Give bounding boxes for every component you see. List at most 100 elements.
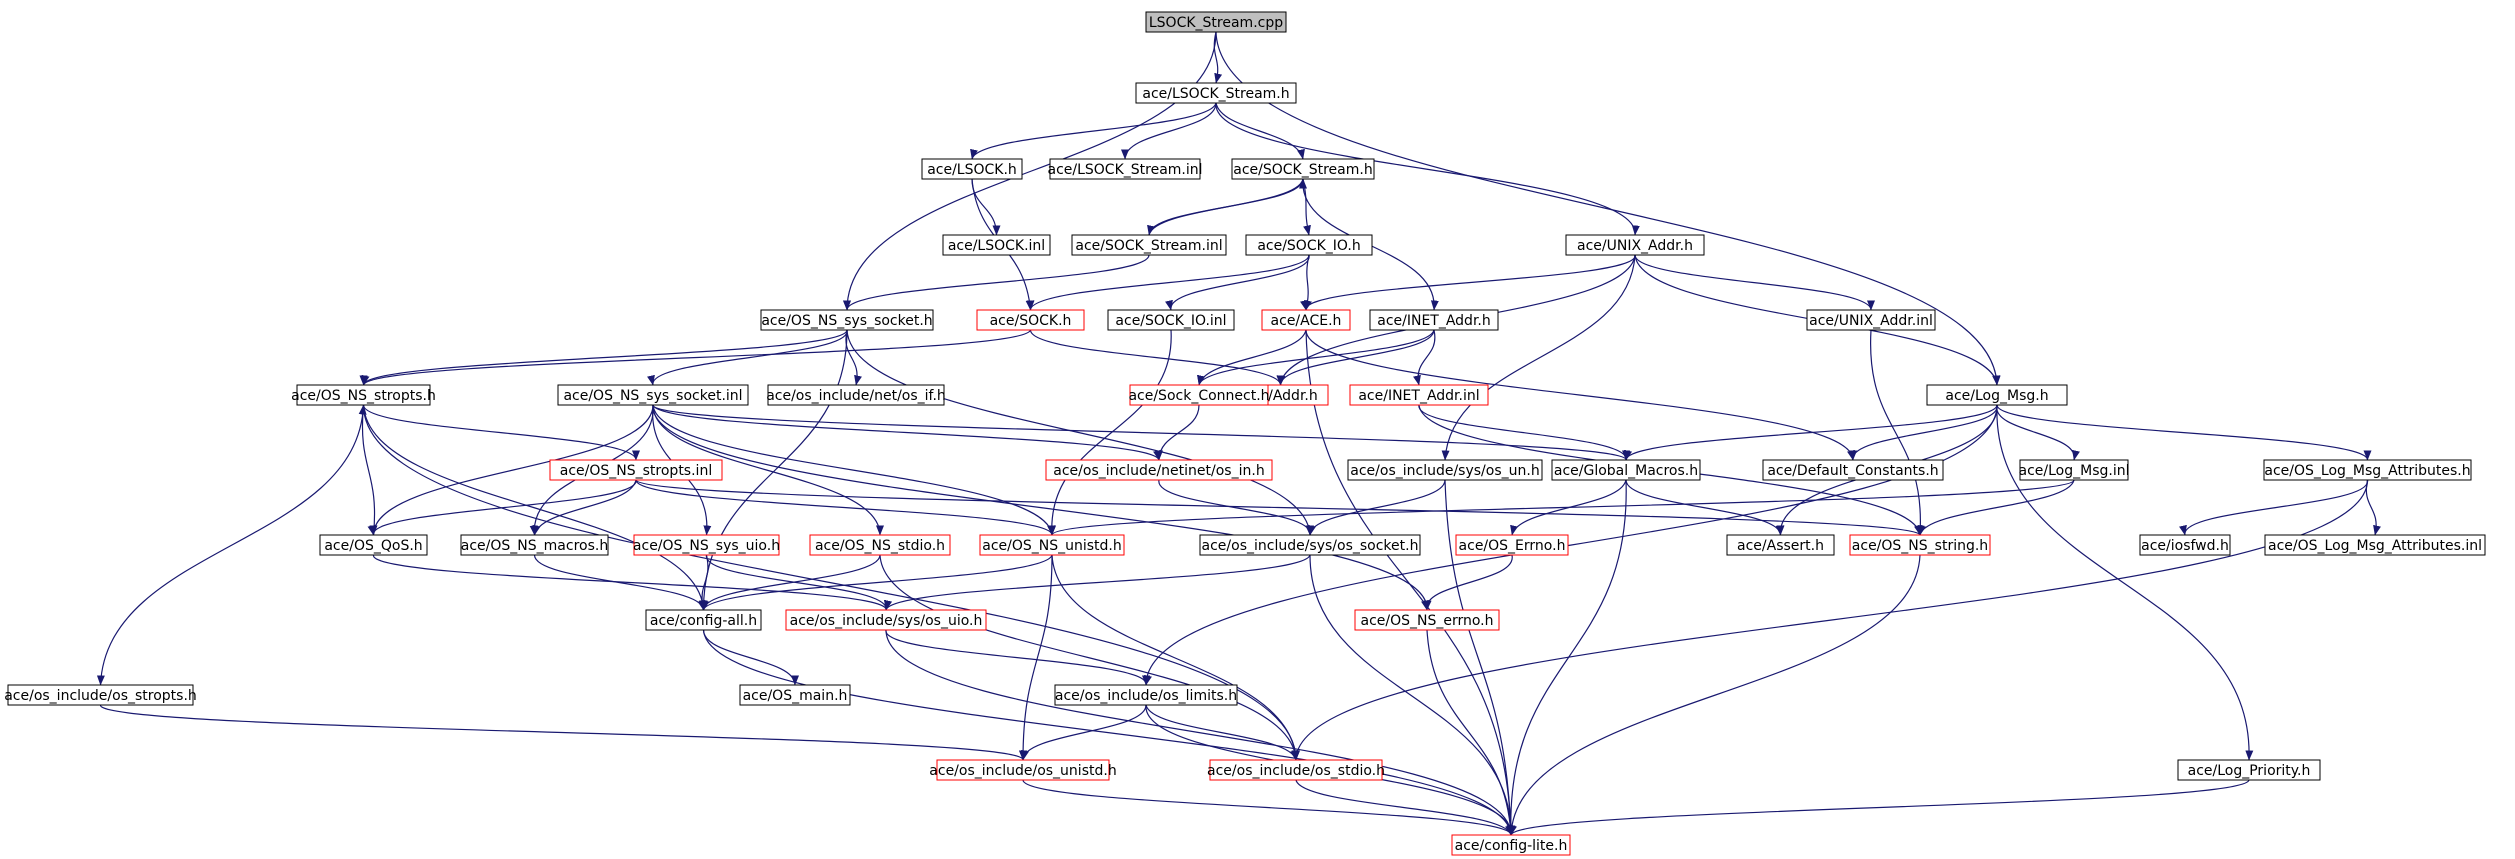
node-n25[interactable]: ace/Global_Macros.h (1551, 459, 1701, 481)
node-n21[interactable]: ace/Log_Msg.h (1926, 384, 2068, 406)
node-n20[interactable]: ace/INET_Addr.inl (1349, 384, 1489, 406)
node-box[interactable] (319, 534, 428, 556)
node-box[interactable] (633, 534, 780, 556)
node-n17[interactable]: ace/os_include/net/os_if.h (766, 384, 946, 406)
node-n8[interactable]: ace/UNIX_Addr.h (1565, 234, 1705, 256)
node-box[interactable] (1926, 384, 2068, 406)
node-n43[interactable]: ace/OS_main.h (739, 684, 851, 706)
node-box[interactable] (1762, 459, 1944, 481)
node-n23[interactable]: ace/os_include/netinet/os_in.h (1045, 459, 1273, 481)
node-n33[interactable]: ace/OS_NS_unistd.h (979, 534, 1125, 556)
node-box[interactable] (809, 534, 951, 556)
node-n44[interactable]: ace/os_include/os_stropts.h (4, 684, 197, 706)
node-n0[interactable]: LSOCK_Stream.cpp (1145, 11, 1287, 33)
node-box[interactable] (1551, 459, 1701, 481)
node-box[interactable] (1806, 309, 1936, 331)
node-n26[interactable]: ace/Default_Constants.h (1762, 459, 1944, 481)
node-box[interactable] (2019, 459, 2129, 481)
node-n29[interactable]: ace/OS_QoS.h (319, 534, 428, 556)
node-n11[interactable]: ace/SOCK_IO.inl (1107, 309, 1235, 331)
node-n19[interactable]: ace/Sock_Connect.h (1128, 384, 1270, 406)
node-box[interactable] (1347, 459, 1543, 481)
node-box[interactable] (785, 609, 987, 631)
node-n14[interactable]: ace/UNIX_Addr.inl (1806, 309, 1936, 331)
node-n47[interactable]: ace/os_include/os_stdio.h (1207, 759, 1385, 781)
node-n42[interactable]: ace/OS_NS_errno.h (1354, 609, 1500, 631)
node-n2[interactable]: ace/LSOCK.h (921, 158, 1023, 180)
node-box[interactable] (1231, 158, 1375, 180)
node-n4[interactable]: ace/SOCK_Stream.h (1231, 158, 1375, 180)
node-box[interactable] (1369, 309, 1499, 331)
node-box[interactable] (296, 384, 431, 406)
node-box[interactable] (1049, 158, 1201, 180)
node-box[interactable] (2177, 759, 2321, 781)
node-label: ace/OS_QoS.h (324, 538, 422, 554)
node-n46[interactable]: ace/os_include/os_unistd.h (929, 759, 1117, 781)
node-n16[interactable]: ace/OS_NS_sys_socket.inl (557, 384, 749, 406)
node-n12[interactable]: ace/ACE.h (1261, 309, 1351, 331)
node-n40[interactable]: ace/config-all.h (645, 609, 762, 631)
node-box[interactable] (1565, 234, 1705, 256)
node-n28[interactable]: ace/OS_Log_Msg_Attributes.h (2263, 459, 2472, 481)
node-n6[interactable]: ace/SOCK_Stream.inl (1071, 234, 1227, 256)
node-box[interactable] (1349, 384, 1489, 406)
node-box[interactable] (1045, 459, 1273, 481)
node-n38[interactable]: ace/iosfwd.h (2139, 534, 2231, 556)
node-box[interactable] (921, 158, 1023, 180)
node-box[interactable] (979, 534, 1125, 556)
node-box[interactable] (549, 459, 723, 481)
node-n13[interactable]: ace/INET_Addr.h (1369, 309, 1499, 331)
node-n5[interactable]: ace/LSOCK.inl (942, 234, 1051, 256)
node-n1[interactable]: ace/LSOCK_Stream.h (1135, 82, 1297, 104)
node-box[interactable] (760, 309, 934, 331)
node-n10[interactable]: ace/SOCK.h (976, 309, 1085, 331)
node-box[interactable] (7, 684, 194, 706)
node-label: ace/OS_Log_Msg_Attributes.inl (2268, 538, 2482, 554)
node-box[interactable] (1054, 684, 1238, 706)
node-box[interactable] (1145, 11, 1287, 33)
node-box[interactable] (1107, 309, 1235, 331)
node-box[interactable] (1135, 82, 1297, 104)
node-n9[interactable]: ace/OS_NS_sys_socket.h (760, 309, 934, 331)
node-box[interactable] (460, 534, 609, 556)
node-box[interactable] (1071, 234, 1227, 256)
node-box[interactable] (976, 309, 1085, 331)
node-n3[interactable]: ace/LSOCK_Stream.inl (1047, 158, 1203, 180)
node-n31[interactable]: ace/OS_NS_sys_uio.h (633, 534, 780, 556)
node-box[interactable] (1199, 534, 1421, 556)
node-n24[interactable]: ace/os_include/sys/os_un.h (1347, 459, 1543, 481)
node-n36[interactable]: ace/Assert.h (1726, 534, 1835, 556)
node-box[interactable] (2139, 534, 2231, 556)
node-n48[interactable]: ace/Log_Priority.h (2177, 759, 2321, 781)
node-n49[interactable]: ace/config-lite.h (1451, 834, 1571, 856)
node-n39[interactable]: ace/OS_Log_Msg_Attributes.inl (2264, 534, 2486, 556)
node-box[interactable] (1455, 534, 1569, 556)
node-n41[interactable]: ace/os_include/sys/os_uio.h (785, 609, 987, 631)
node-box[interactable] (1129, 384, 1269, 406)
node-box[interactable] (557, 384, 749, 406)
node-box[interactable] (2264, 534, 2486, 556)
node-box[interactable] (767, 384, 945, 406)
node-box[interactable] (2263, 459, 2472, 481)
node-n32[interactable]: ace/OS_NS_stdio.h (809, 534, 951, 556)
node-box[interactable] (1726, 534, 1835, 556)
node-box[interactable] (645, 609, 762, 631)
node-n37[interactable]: ace/OS_NS_string.h (1849, 534, 1991, 556)
node-box[interactable] (1209, 759, 1383, 781)
node-n27[interactable]: ace/Log_Msg.inl (2019, 459, 2130, 481)
node-box[interactable] (1261, 309, 1351, 331)
node-n30[interactable]: ace/OS_NS_macros.h (460, 534, 609, 556)
node-n7[interactable]: ace/SOCK_IO.h (1245, 234, 1373, 256)
node-n15[interactable]: ace/OS_NS_stropts.h (291, 384, 436, 406)
node-box[interactable] (936, 759, 1110, 781)
node-n35[interactable]: ace/OS_Errno.h (1455, 534, 1569, 556)
node-box[interactable] (1245, 234, 1373, 256)
node-n45[interactable]: ace/os_include/os_limits.h (1054, 684, 1238, 706)
node-box[interactable] (1451, 834, 1571, 856)
node-box[interactable] (1354, 609, 1500, 631)
node-box[interactable] (739, 684, 851, 706)
node-n34[interactable]: ace/os_include/sys/os_socket.h (1199, 534, 1421, 556)
node-box[interactable] (1849, 534, 1991, 556)
node-n22[interactable]: ace/OS_NS_stropts.inl (549, 459, 723, 481)
node-box[interactable] (942, 234, 1051, 256)
